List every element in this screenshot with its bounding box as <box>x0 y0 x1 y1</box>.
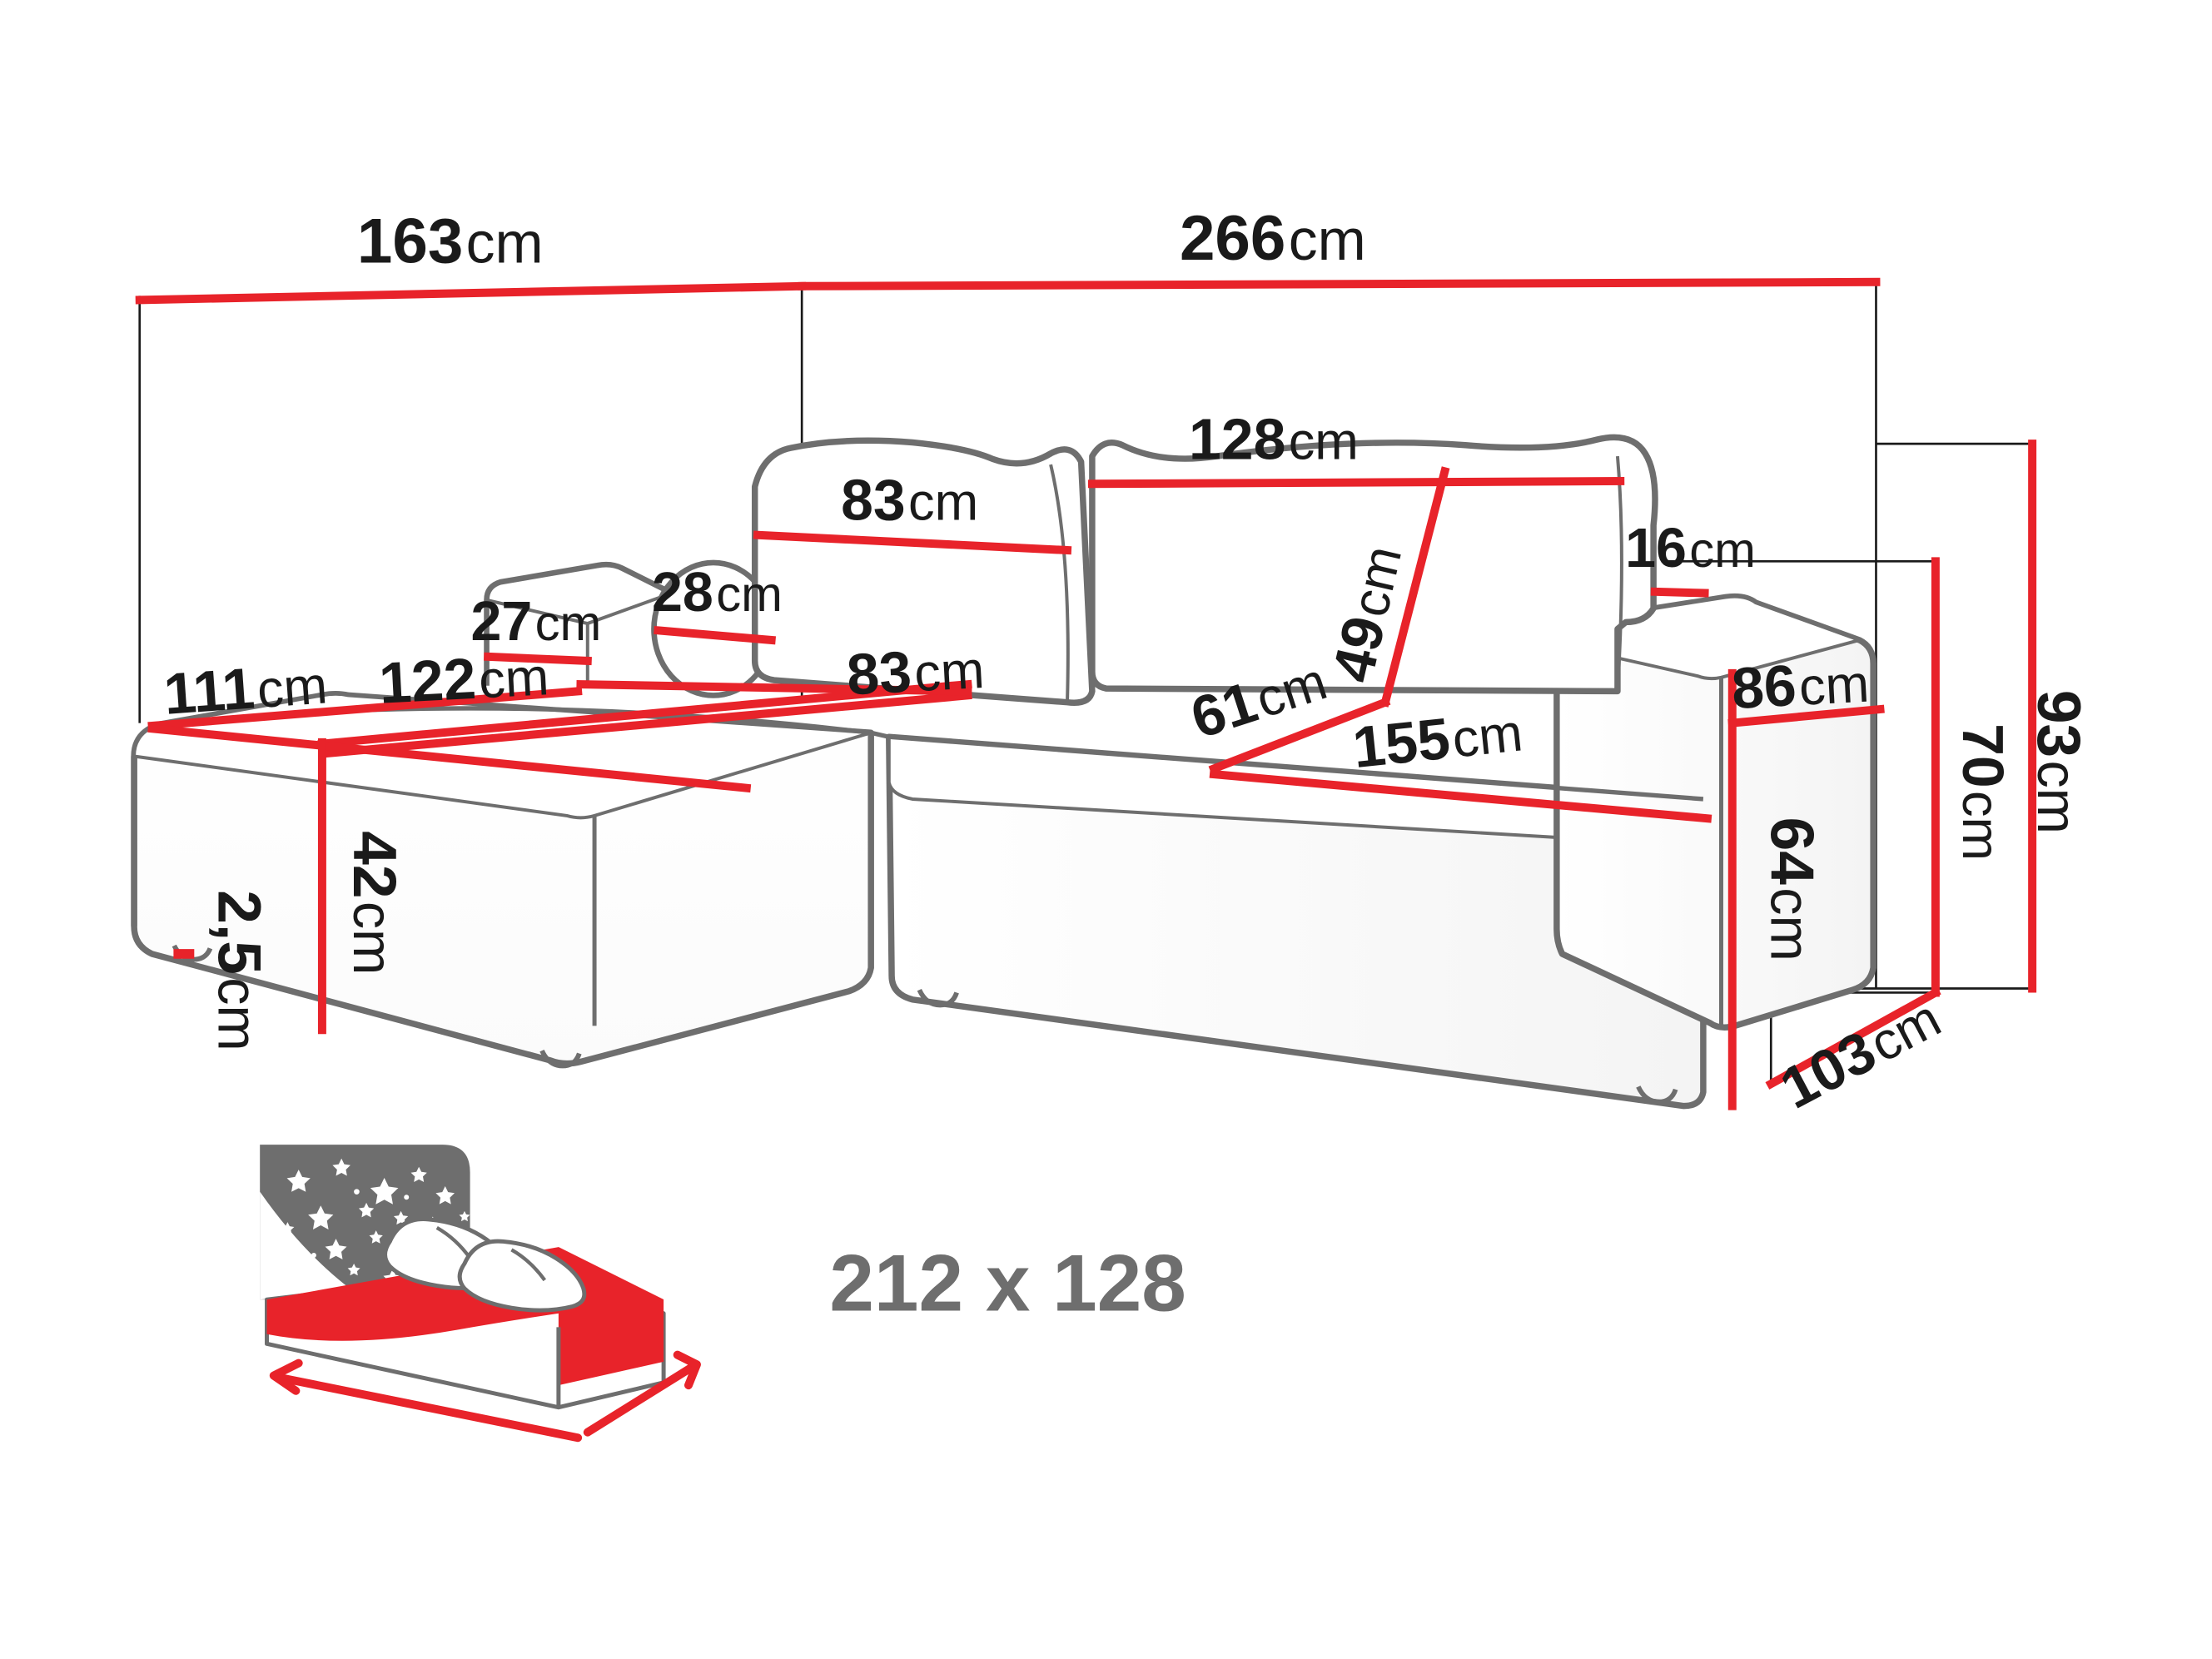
dimlabel-25: 2,5cm <box>205 890 272 1051</box>
sofa-outline <box>131 434 1876 1110</box>
dimlabel-28-value: 28 <box>652 562 713 623</box>
dimlabel-93-value: 93 <box>2025 690 2092 757</box>
dimlabel-70-unit: cm <box>1951 791 2010 861</box>
dimlabel-27-value: 27 <box>470 591 532 653</box>
dimlabel-83-back-unit: cm <box>908 473 978 531</box>
dimline-61 <box>1208 697 1391 774</box>
foot-chaise-front <box>539 1049 582 1069</box>
dimlabel-155-value: 155 <box>1350 705 1453 780</box>
dimlabel-49-value: 49 <box>1320 610 1397 688</box>
dimlabel-64-unit: cm <box>1758 887 1820 961</box>
dimlabel-16-value: 16 <box>1625 518 1687 579</box>
dimlabel-266-value: 266 <box>1180 203 1285 274</box>
dimlabel-83-back-value: 83 <box>841 467 906 532</box>
dimline-chaise-diag <box>147 723 752 793</box>
dimlabel-28-unit: cm <box>716 566 783 622</box>
dimlabel-155-unit: cm <box>1449 703 1525 768</box>
mattress-arrow-length-head <box>269 1358 303 1395</box>
foot-seat-left <box>917 988 959 1008</box>
dimlabel-111-unit: cm <box>256 656 330 719</box>
backrest-cushion-left-fold <box>1049 464 1070 703</box>
dimlabel-42-value: 42 <box>340 831 408 898</box>
mattress-arrow-width-head <box>673 1350 701 1390</box>
pillow-front <box>457 1239 587 1313</box>
dimlabel-25-unit: cm <box>206 977 267 1051</box>
backrest-cushion-left <box>751 437 1096 706</box>
dimlabel-86-unit: cm <box>1797 655 1871 717</box>
dimline-103 <box>1765 986 1941 1090</box>
dimline-16 <box>1650 587 1709 598</box>
dimline-122 <box>317 679 972 748</box>
dimline-86 <box>1727 704 1885 728</box>
main-seat-top-face <box>887 735 1705 848</box>
dimline-111 <box>147 687 583 731</box>
dimlabel-16-unit: cm <box>1689 522 1756 578</box>
dimlabel-42-unit: cm <box>341 902 403 976</box>
chaise-top-face <box>132 692 872 820</box>
mattress-red-side <box>558 1247 664 1386</box>
dimlabel-111-value: 111 <box>162 655 256 726</box>
dimline-83-seat <box>320 690 972 758</box>
dimlabel-163-value: 163 <box>357 206 463 277</box>
moon-crescent-cutout <box>260 1191 350 1300</box>
foot-seat-right <box>1636 1085 1678 1105</box>
dimlabel-25-value: 2,5 <box>205 890 272 975</box>
mattress-dim-arrows <box>269 1350 701 1443</box>
backrest-cushion-right <box>1089 434 1658 695</box>
dimlabel-266-unit: cm <box>1289 207 1366 272</box>
dimlabel-83-seat-value: 83 <box>845 638 913 707</box>
dimlabel-122-value: 122 <box>377 646 477 716</box>
mattress-arrow-width <box>583 1361 698 1437</box>
dimlabel-86-value: 86 <box>1730 653 1798 721</box>
dimlabel-163-unit: cm <box>466 211 544 276</box>
dimline-155 <box>1209 769 1712 823</box>
sleeping-area-icon: 212 x 128 <box>260 1145 1186 1443</box>
mattress-arrow-length <box>272 1373 583 1443</box>
dimlabel-93-unit: cm <box>2026 760 2087 834</box>
pillow-front-crease <box>510 1248 547 1282</box>
dimline-163 <box>135 281 807 305</box>
dimension-lines <box>135 277 2037 1110</box>
dimline-266 <box>798 277 1881 291</box>
dimlabel-70-value: 70 <box>1951 723 2016 788</box>
dimlabel-64-value: 64 <box>1757 817 1825 886</box>
dimline-128 <box>1087 476 1625 489</box>
dimlabel-27-unit: cm <box>535 595 602 651</box>
dimline-27 <box>484 652 592 666</box>
dimlabel-128-value: 128 <box>1189 406 1285 471</box>
dimline-chaise-diag2 <box>576 680 972 696</box>
dimlabel-128-unit: cm <box>1289 412 1359 470</box>
dimlabel-83-seat-unit: cm <box>912 641 986 703</box>
dimline-83-back <box>753 530 1072 555</box>
dimline-49 <box>1379 466 1450 708</box>
dimline-28 <box>654 625 777 645</box>
sleeping-area-label: 212 x 128 <box>829 1239 1186 1328</box>
dimlabel-122-unit: cm <box>477 648 550 709</box>
